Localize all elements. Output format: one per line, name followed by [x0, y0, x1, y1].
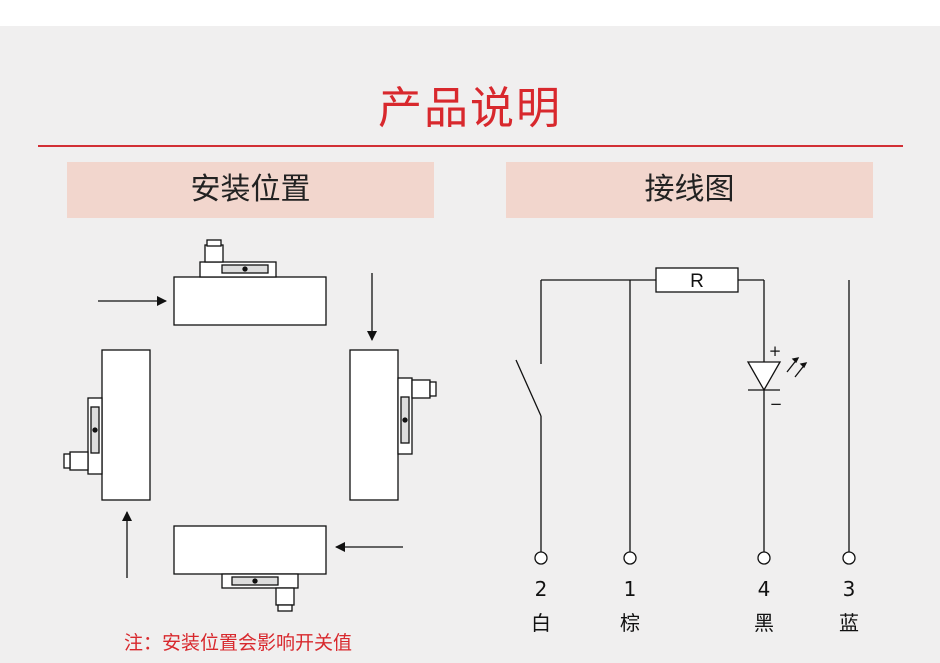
led-minus: −: [770, 395, 783, 413]
led-plus: +: [769, 342, 782, 360]
pin-number: 4: [757, 577, 771, 601]
content-panel: [0, 26, 940, 663]
sensor-top: [173, 239, 327, 326]
pin-wire-color: 黑: [754, 611, 774, 635]
page-title: 产品说明: [378, 83, 562, 134]
install-note: 注：安装位置会影响开关值: [124, 632, 353, 654]
title-divider: [38, 145, 903, 147]
sensor-bottom: [173, 525, 327, 612]
sensor-right: [349, 349, 437, 501]
pin-wire-color: 白: [531, 611, 551, 635]
sensor-left: [63, 349, 151, 501]
led: [746, 357, 808, 392]
pin-number: 1: [623, 577, 637, 601]
pin-wire-color: 棕: [620, 611, 640, 635]
wiring-lines: [515, 279, 850, 552]
pin-number: 2: [534, 577, 548, 601]
resistor-label: R: [690, 271, 704, 292]
section-header-wiring: 接线图: [506, 162, 873, 218]
pin-number: 3: [842, 577, 856, 601]
pin-wire-color: 蓝: [839, 611, 859, 635]
pin-terminals: [534, 551, 856, 565]
resistor: [655, 267, 739, 293]
section-header-install: 安装位置: [67, 162, 434, 218]
